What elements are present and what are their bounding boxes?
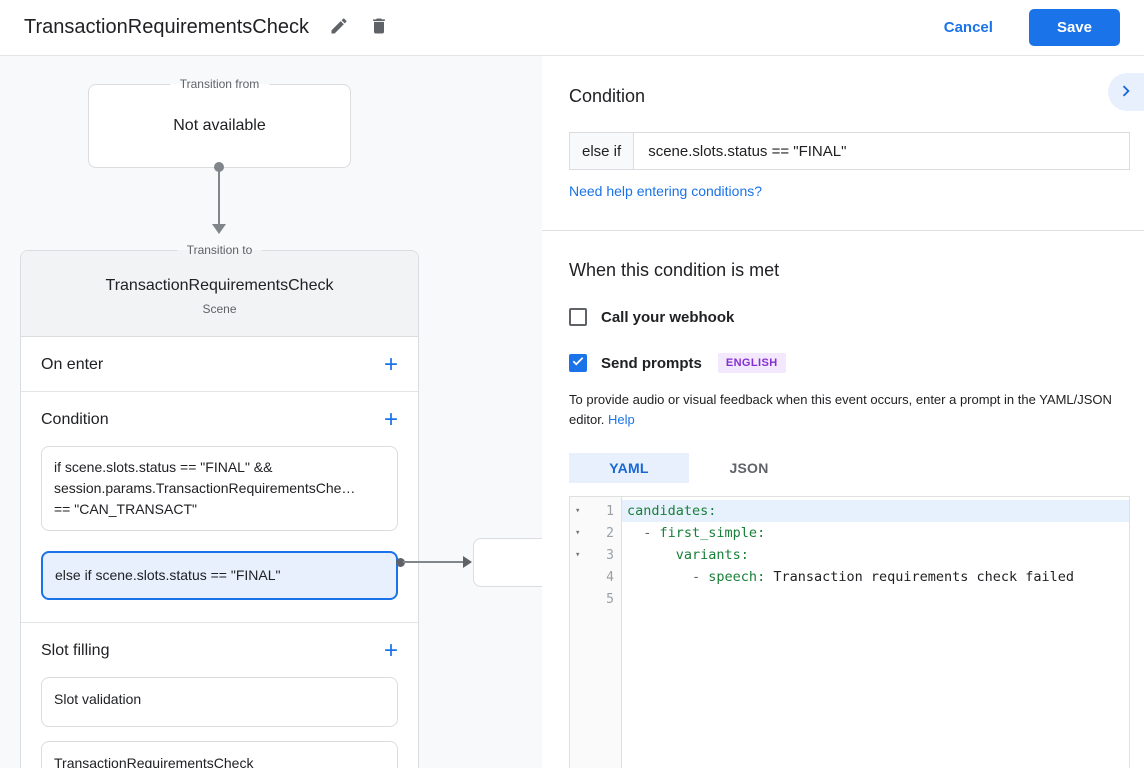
code-token: speech: xyxy=(708,569,766,586)
elseif-prefix-label: else if xyxy=(569,132,635,170)
slot-item[interactable]: Slot validation xyxy=(41,677,398,727)
fold-arrow-icon[interactable]: ▾ xyxy=(575,527,581,538)
condition-section-header: Condition + xyxy=(21,392,418,446)
language-badge: ENGLISH xyxy=(717,353,786,373)
slot-item[interactable]: TransactionRequirementsCheck xyxy=(41,741,398,768)
add-on-enter-icon[interactable]: + xyxy=(383,351,398,378)
transition-to-card: Transition to TransactionRequirementsChe… xyxy=(20,243,419,768)
top-bar: TransactionRequirementsCheck Cancel Save xyxy=(0,0,1144,56)
code-token: - xyxy=(692,569,709,586)
code-line[interactable] xyxy=(622,588,1129,610)
condition-item[interactable]: if scene.slots.status == "FINAL" && sess… xyxy=(41,446,398,531)
helper-text: To provide audio or visual feedback when… xyxy=(569,392,1112,428)
transition-from-content: Not available xyxy=(173,117,266,134)
code-token xyxy=(627,547,676,563)
connector-line xyxy=(403,561,465,563)
flow-arrow-line xyxy=(218,168,220,226)
condition-item-selected[interactable]: else if scene.slots.status == "FINAL" xyxy=(41,551,398,600)
code-token: Transaction requirements check failed xyxy=(765,569,1075,586)
code-token: variants: xyxy=(675,547,749,564)
tab-yaml[interactable]: YAML xyxy=(569,453,689,484)
slot-filling-header: Slot filling + xyxy=(21,623,418,677)
next-scene-box[interactable] xyxy=(473,538,542,587)
connector-arrow-icon xyxy=(463,556,472,568)
when-met-title: When this condition is met xyxy=(569,260,780,280)
send-prompts-row: Send prompts ENGLISH xyxy=(569,353,1130,373)
code-token: first_simple: xyxy=(659,525,766,542)
delete-scene-button[interactable] xyxy=(369,16,389,39)
condition-section: Condition + if scene.slots.status == "FI… xyxy=(21,392,418,623)
on-enter-label: On enter xyxy=(41,356,104,373)
condition-expression-input[interactable] xyxy=(634,132,1130,170)
save-button[interactable]: Save xyxy=(1028,9,1120,46)
condition-detail-panel: Condition else if Need help entering con… xyxy=(542,56,1144,768)
send-prompts-checkbox[interactable] xyxy=(569,354,587,372)
gutter-line: ▾1 xyxy=(570,500,621,522)
condition-expression-row: else if xyxy=(569,132,1130,170)
transition-from-legend: Transition from xyxy=(169,77,270,91)
flow-arrow-dot xyxy=(214,162,224,172)
page-title: TransactionRequirementsCheck xyxy=(24,16,309,38)
code-token xyxy=(627,525,643,541)
slot-filling-section: Slot filling + Slot validation Transacti… xyxy=(21,623,418,768)
webhook-checkbox[interactable] xyxy=(569,308,587,326)
connector-dot xyxy=(396,558,405,567)
add-slot-icon[interactable]: + xyxy=(383,637,398,664)
code-line[interactable]: - first_simple: xyxy=(622,522,1129,544)
prompt-helper-text: To provide audio or visual feedback when… xyxy=(569,390,1130,430)
fold-arrow-icon[interactable]: ▾ xyxy=(575,505,581,516)
scene-card-header[interactable]: TransactionRequirementsCheck Scene xyxy=(21,251,418,337)
fold-arrow-icon[interactable]: ▾ xyxy=(575,549,581,560)
line-number: 1 xyxy=(606,503,614,519)
scene-card-title: TransactionRequirementsCheck xyxy=(105,277,334,294)
helper-help-link[interactable]: Help xyxy=(608,412,635,428)
on-enter-section: On enter + xyxy=(21,337,418,392)
checkmark-icon xyxy=(571,354,585,373)
flow-arrow-head-icon xyxy=(212,224,226,234)
line-number: 3 xyxy=(606,547,614,563)
condition-section-label: Condition xyxy=(41,411,109,428)
code-line[interactable]: candidates: xyxy=(622,500,1129,523)
webhook-label: Call your webhook xyxy=(601,308,735,326)
flow-canvas: Transition from Not available Transition… xyxy=(0,56,542,768)
code-line[interactable]: variants: xyxy=(622,544,1129,566)
webhook-row: Call your webhook xyxy=(569,308,1130,326)
code-token: - xyxy=(643,525,660,542)
line-number: 2 xyxy=(606,525,614,541)
tab-json[interactable]: JSON xyxy=(729,460,769,477)
gutter-line: ▾3 xyxy=(570,544,621,566)
trash-icon xyxy=(369,16,389,39)
pencil-icon xyxy=(329,16,349,39)
conditions-help-link[interactable]: Need help entering conditions? xyxy=(569,183,763,199)
cancel-button[interactable]: Cancel xyxy=(943,19,993,36)
gutter-line: ▾2 xyxy=(570,522,621,544)
editor-code[interactable]: candidates: - first_simple: variants: - … xyxy=(622,497,1129,768)
gutter-line: 4 xyxy=(570,566,621,588)
line-number: 4 xyxy=(606,569,614,585)
chevron-right-icon xyxy=(1115,80,1137,105)
code-token: candidates: xyxy=(627,503,717,520)
send-prompts-label: Send prompts xyxy=(601,354,702,372)
transition-to-legend: Transition to xyxy=(176,243,263,257)
code-line[interactable]: - speech: Transaction requirements check… xyxy=(622,566,1129,588)
slot-filling-label: Slot filling xyxy=(41,642,110,659)
scene-card-subtitle: Scene xyxy=(202,302,237,316)
gutter-line: 5 xyxy=(570,588,621,610)
code-token xyxy=(627,569,692,585)
panel-divider xyxy=(542,230,1144,231)
editor-format-tabs: YAML JSON xyxy=(569,453,1130,484)
transition-from-box[interactable]: Transition from Not available xyxy=(88,77,351,168)
line-number: 5 xyxy=(606,591,614,607)
panel-condition-title: Condition xyxy=(569,86,646,106)
add-condition-icon[interactable]: + xyxy=(383,406,398,433)
collapse-panel-button[interactable] xyxy=(1108,73,1144,111)
edit-title-button[interactable] xyxy=(329,16,349,39)
